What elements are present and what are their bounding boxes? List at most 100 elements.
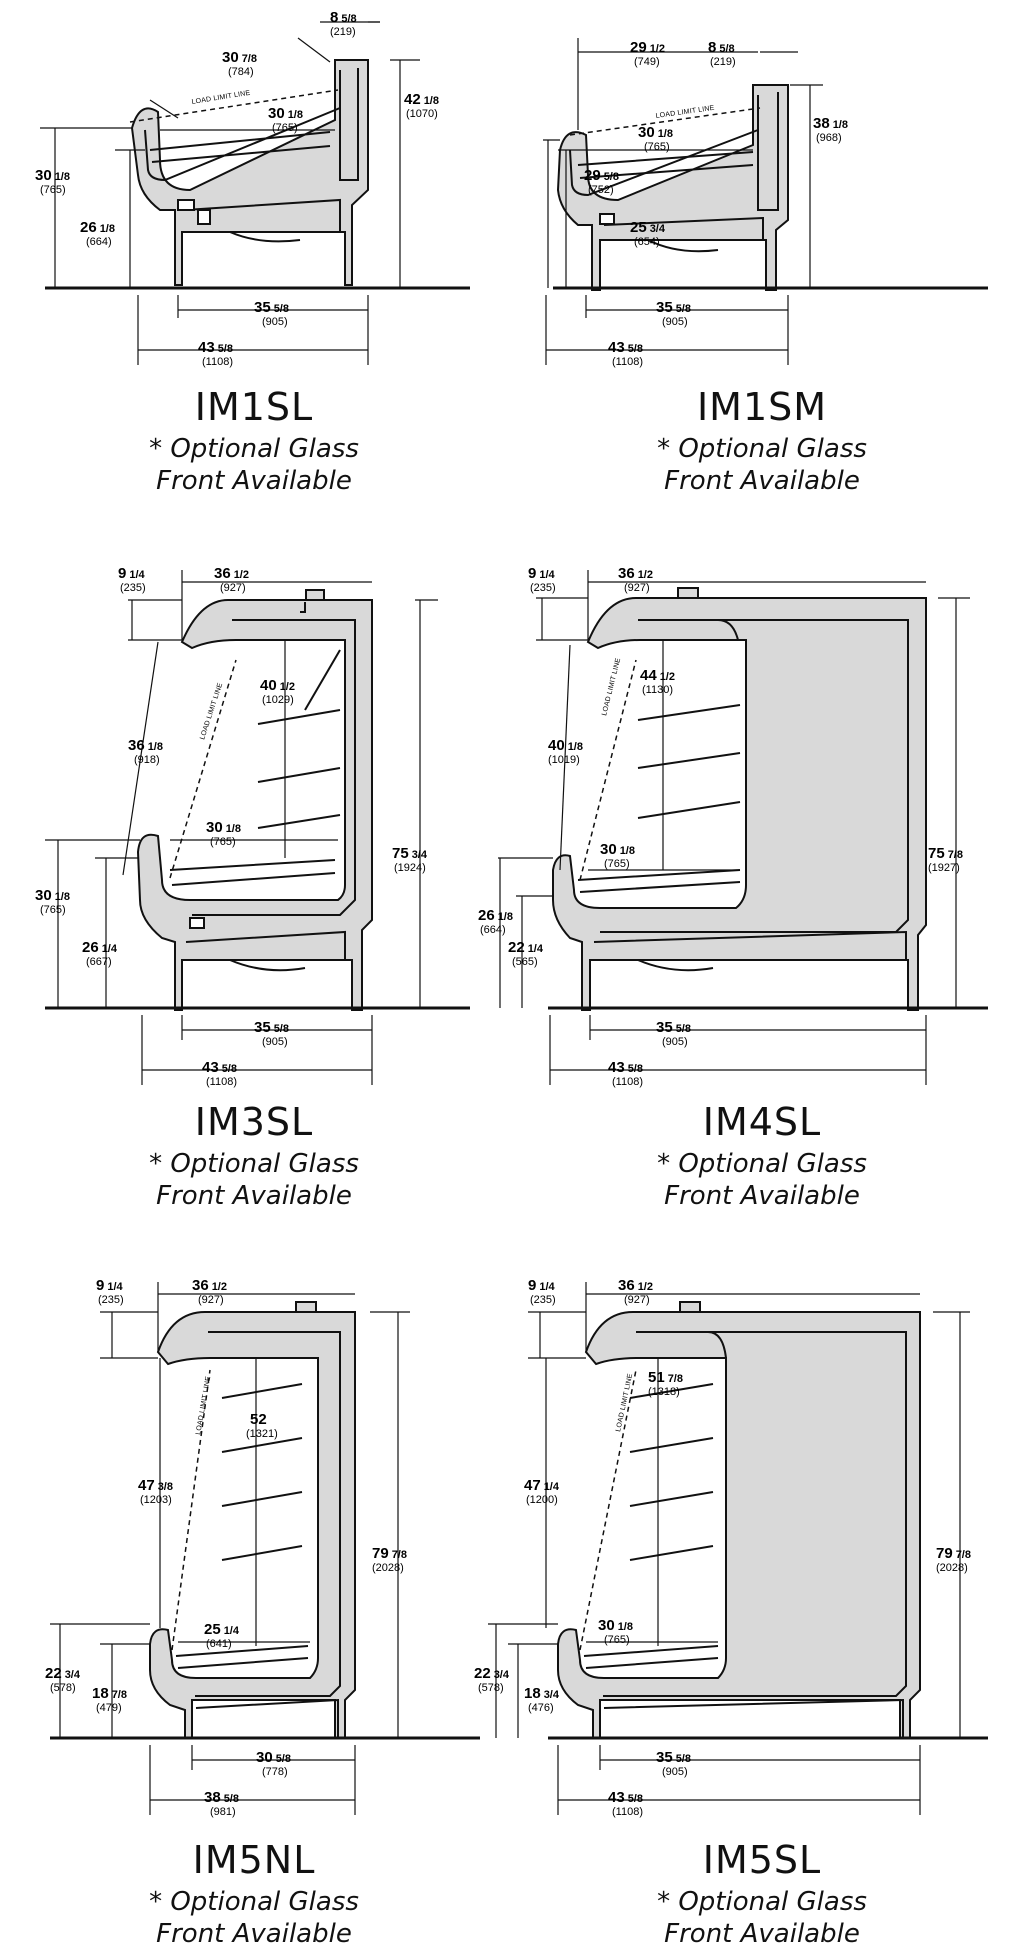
case-profile	[556, 84, 789, 291]
optional-glass-note: * Optional Glass	[657, 434, 867, 464]
model-name: IM4SL	[702, 1100, 822, 1144]
dimension-lines	[498, 570, 970, 1085]
model-name: IM5NL	[192, 1838, 316, 1882]
dimension-lines	[488, 1282, 970, 1815]
case-profile	[130, 59, 369, 286]
case-profile	[552, 587, 927, 1011]
load-limit-line	[129, 89, 339, 123]
load-limit-label: LOAD LIMIT LINE	[601, 657, 622, 716]
front-available-note: Front Available	[664, 1919, 860, 1949]
case-profile	[149, 1301, 356, 1739]
optional-glass-note: * Optional Glass	[657, 1887, 867, 1917]
optional-glass-note: * Optional Glass	[149, 1887, 359, 1917]
dimension-lines	[45, 570, 438, 1085]
load-limit-label: LOAD LIMIT LINE	[191, 90, 251, 106]
load-limit-label: LOAD LIMIT LINE	[655, 105, 715, 120]
load-limit-line	[579, 659, 637, 881]
load-limit-label: LOAD LIMIT LINE	[195, 1376, 212, 1436]
front-available-note: Front Available	[156, 1919, 352, 1949]
load-limit-line	[579, 1369, 637, 1651]
optional-glass-note: * Optional Glass	[149, 1149, 359, 1179]
load-limit-line	[171, 1369, 211, 1651]
case-profile	[136, 589, 373, 1011]
load-limit-label: LOAD LIMIT LINE	[615, 1373, 634, 1433]
front-available-note: Front Available	[664, 466, 860, 496]
case-profile	[557, 1301, 921, 1739]
front-available-note: Front Available	[664, 1181, 860, 1211]
model-name: IM5SL	[702, 1838, 822, 1882]
front-available-note: Front Available	[156, 1181, 352, 1211]
dim-label: 52(1321)	[246, 1411, 278, 1440]
model-name: IM1SM	[696, 385, 828, 429]
optional-glass-note: * Optional Glass	[657, 1149, 867, 1179]
dimension-lines	[50, 1282, 410, 1815]
dimension-lines	[543, 38, 823, 365]
load-limit-line	[169, 659, 237, 879]
load-limit-line	[569, 107, 761, 136]
model-name: IM1SL	[194, 385, 314, 429]
